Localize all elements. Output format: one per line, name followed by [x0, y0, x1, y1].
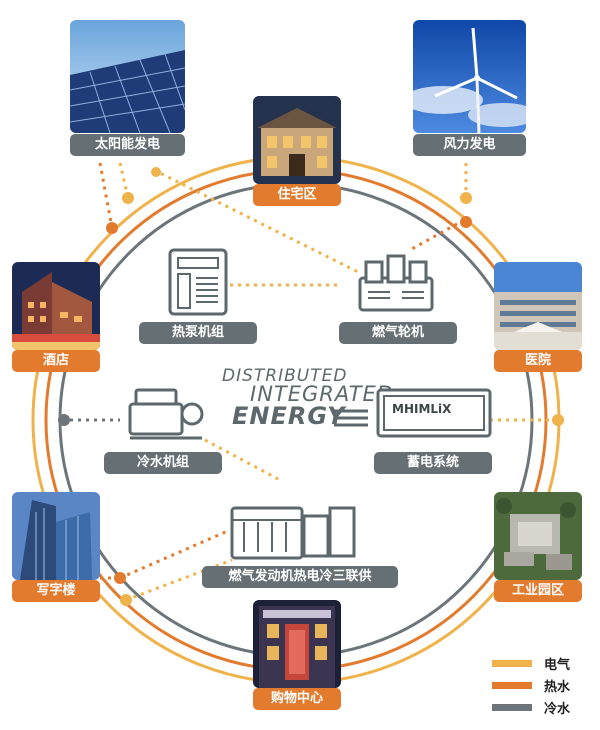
gas-turbine-label: 燃气轮机 — [339, 322, 457, 344]
hotel-photo — [12, 262, 100, 350]
hospital-photo — [494, 262, 582, 350]
node-dot — [460, 192, 472, 204]
storage-brand: MHIMLiX — [392, 402, 452, 416]
wind-photo — [413, 20, 526, 133]
hospital-label: 医院 — [494, 350, 582, 372]
solar-photo — [70, 20, 185, 133]
gas-engine-icon — [230, 506, 356, 560]
legend-swatch-cold-water — [492, 703, 532, 711]
gas-turbine-icon — [358, 254, 434, 312]
node-dot — [106, 222, 118, 234]
office-photo — [12, 492, 100, 580]
legend-swatch-electric — [492, 659, 532, 667]
industrial-label: 工业园区 — [494, 580, 582, 602]
legend-label-hot-water: 热水 — [544, 679, 571, 695]
legend-cold-water: 冷水 — [492, 698, 571, 717]
wind-label: 风力发电 — [413, 134, 526, 156]
storage-icon — [376, 388, 492, 438]
industrial-photo — [494, 492, 582, 580]
connector-solar-orange — [98, 162, 114, 229]
legend-swatch-hot-water — [492, 681, 532, 689]
chiller-label: 冷水机组 — [104, 452, 222, 474]
connector-solar-turbine — [153, 168, 359, 274]
connector-engine-yellow — [125, 558, 233, 602]
heat-pump-icon — [168, 248, 228, 316]
node-dot — [552, 414, 564, 426]
node-dot — [58, 414, 70, 426]
solar-label: 太阳能发电 — [70, 134, 185, 156]
energy-lines-icon — [334, 409, 368, 427]
connector-solar-yellow — [118, 162, 130, 199]
hotel-label: 酒店 — [12, 350, 100, 372]
heat-pump-label: 热泵机组 — [139, 322, 257, 344]
title-integrated: INTEGRATED — [250, 382, 394, 406]
title-energy: ENERGY — [232, 402, 346, 430]
chiller-icon — [128, 388, 204, 440]
node-dot — [114, 572, 126, 584]
node-dot — [120, 594, 132, 606]
office-label: 写字楼 — [12, 580, 100, 602]
residential-photo — [253, 96, 341, 184]
legend-label-electric: 电气 — [544, 657, 571, 673]
node-dot — [460, 216, 472, 228]
mall-label: 购物中心 — [253, 688, 341, 710]
node-dot — [151, 167, 161, 177]
gas-engine-label: 燃气发动机热电冷三联供 — [202, 566, 398, 588]
mall-photo — [253, 600, 341, 688]
title-distributed: DISTRIBUTED — [222, 366, 348, 386]
connector-wind-turbine — [409, 218, 465, 252]
connector-chiller-engine — [204, 438, 281, 482]
node-dot — [122, 192, 134, 204]
legend-hot-water: 热水 — [492, 676, 571, 695]
legend-label-cold-water: 冷水 — [544, 701, 571, 717]
residential-label: 住宅区 — [253, 184, 341, 206]
legend-electric: 电气 — [492, 654, 571, 673]
storage-label: 蓄电系统 — [374, 452, 492, 474]
